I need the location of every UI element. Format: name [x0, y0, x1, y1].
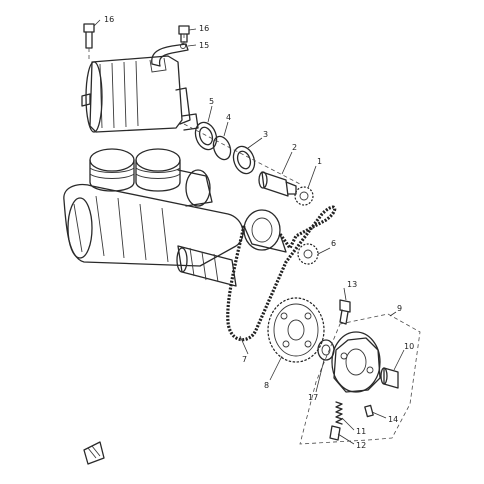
starter-clutch-assembly-9 — [299, 313, 421, 445]
starter-wheel-gear-8 — [267, 297, 325, 363]
crankshaft — [63, 183, 244, 287]
callout-1: 1 — [317, 157, 322, 166]
idler-gear-6 — [297, 243, 319, 265]
callout-7: 7 — [242, 355, 247, 364]
engine-pistons — [89, 148, 213, 207]
callout-9: 9 — [397, 304, 402, 313]
crank-sprocket — [243, 209, 287, 253]
callout-13: 13 — [347, 280, 357, 289]
idler-sprocket-1 — [294, 186, 314, 206]
callout-14: 14 — [388, 415, 398, 424]
callout-5: 5 — [209, 97, 214, 106]
cap-12 — [329, 425, 341, 441]
plunger-14 — [364, 404, 374, 418]
callout-16-right: 16 — [199, 24, 209, 33]
callout-2: 2 — [292, 143, 297, 152]
callout-17: 17 — [308, 393, 318, 402]
manufacturer-logo-mark — [83, 441, 105, 465]
leader-lines — [93, 19, 405, 445]
callout-4: 4 — [226, 113, 231, 122]
bracket-15 — [151, 34, 189, 67]
roller-10 — [380, 367, 399, 389]
callout-11: 11 — [356, 427, 366, 436]
bolt-16-left — [83, 23, 95, 60]
callout-12: 12 — [356, 441, 366, 450]
callout-3: 3 — [263, 130, 268, 139]
callout-8: 8 — [264, 381, 269, 390]
spring-11 — [335, 401, 343, 425]
o-ring-4 — [212, 135, 232, 161]
oil-seal-5 — [194, 121, 218, 151]
callout-16-left: 16 — [104, 15, 114, 24]
callout-labels: 16 16 15 5 4 3 2 1 6 13 9 10 7 8 17 14 1… — [104, 15, 414, 450]
starter-motor — [81, 55, 199, 133]
idler-shaft-2 — [258, 171, 297, 197]
bolt-13 — [339, 299, 351, 325]
callout-6: 6 — [331, 239, 336, 248]
starter-chain-7 — [226, 205, 337, 342]
callout-10: 10 — [404, 342, 414, 351]
callout-15: 15 — [199, 41, 209, 50]
